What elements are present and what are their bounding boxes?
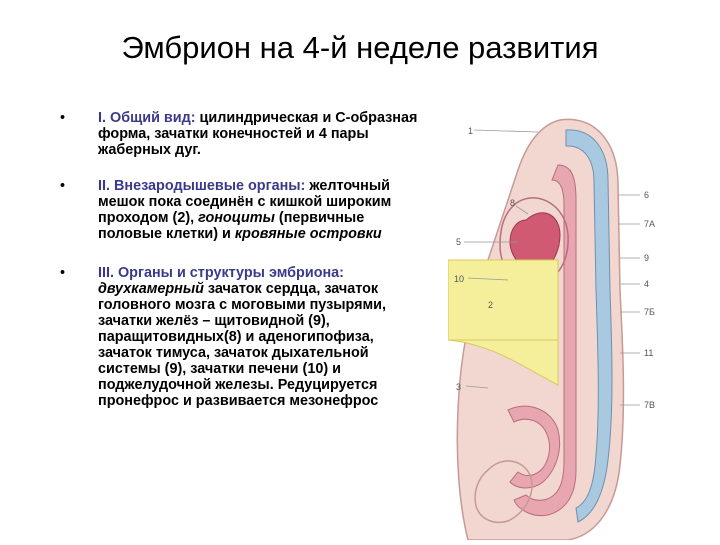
gut-tube	[513, 164, 577, 517]
bullet-item-extraembryonic-organs: • II. Внезародышевые органы: желточный м…	[60, 178, 430, 242]
label-8: 8	[510, 198, 515, 208]
label-7b: 7Б	[644, 307, 655, 317]
bullet-text: зачаток сердца, зачаток головного мозга …	[98, 281, 387, 409]
bullet-emphasis: двухкамерный	[98, 281, 204, 297]
label-9: 9	[644, 253, 649, 263]
bullet-text: желточный мешок пока соединён с кишкой ш…	[98, 178, 392, 226]
bullet-emphasis: гоноциты	[198, 210, 275, 226]
yolk-sac-connection	[447, 259, 559, 386]
label-10: 10	[454, 274, 464, 284]
slide-title: Эмбрион на 4-й неделе развития	[121, 30, 599, 65]
label-6: 6	[644, 190, 649, 200]
bullet-dot: •	[60, 178, 66, 194]
bullet-dot: •	[60, 110, 66, 126]
bullet-text: (первичные половые клетки) и	[98, 210, 365, 242]
label-leader-lines	[464, 129, 640, 406]
bullet-item-general-view: • I. Общий вид: цилиндрическая и С-образ…	[60, 110, 430, 158]
label-2: 2	[488, 300, 493, 310]
lower-gut-loop	[507, 405, 561, 489]
embryo-section-diagram: 1 8 6 7А 5 9 10 4 2 7Б 11 3 7В	[447, 118, 655, 541]
cloaca-region	[474, 460, 533, 524]
bullet-item-embryo-organs: • III. Органы и структуры эмбриона:двухк…	[60, 265, 430, 409]
bullet-emphasis: кровяные островки	[234, 226, 382, 242]
label-1: 1	[468, 126, 473, 136]
embryo-figure: 1 8 6 7А 5 9 10 4 2 7Б 11 3 7В	[447, 110, 670, 541]
bullet-heading: I. Общий вид:	[98, 110, 196, 126]
label-5: 5	[456, 237, 461, 247]
label-3: 3	[456, 382, 461, 392]
label-7v: 7В	[644, 400, 655, 410]
label-4: 4	[644, 279, 649, 289]
neural-tube	[565, 129, 613, 523]
bullet-text: цилиндрическая и С-образная форма, зачат…	[98, 110, 418, 158]
bullet-heading: III. Органы и структуры эмбриона:	[98, 265, 344, 281]
label-7a: 7А	[644, 219, 655, 229]
label-11: 11	[644, 348, 653, 358]
bullet-dot: •	[60, 265, 66, 281]
bullet-heading: II. Внезародышевые органы:	[98, 178, 306, 194]
